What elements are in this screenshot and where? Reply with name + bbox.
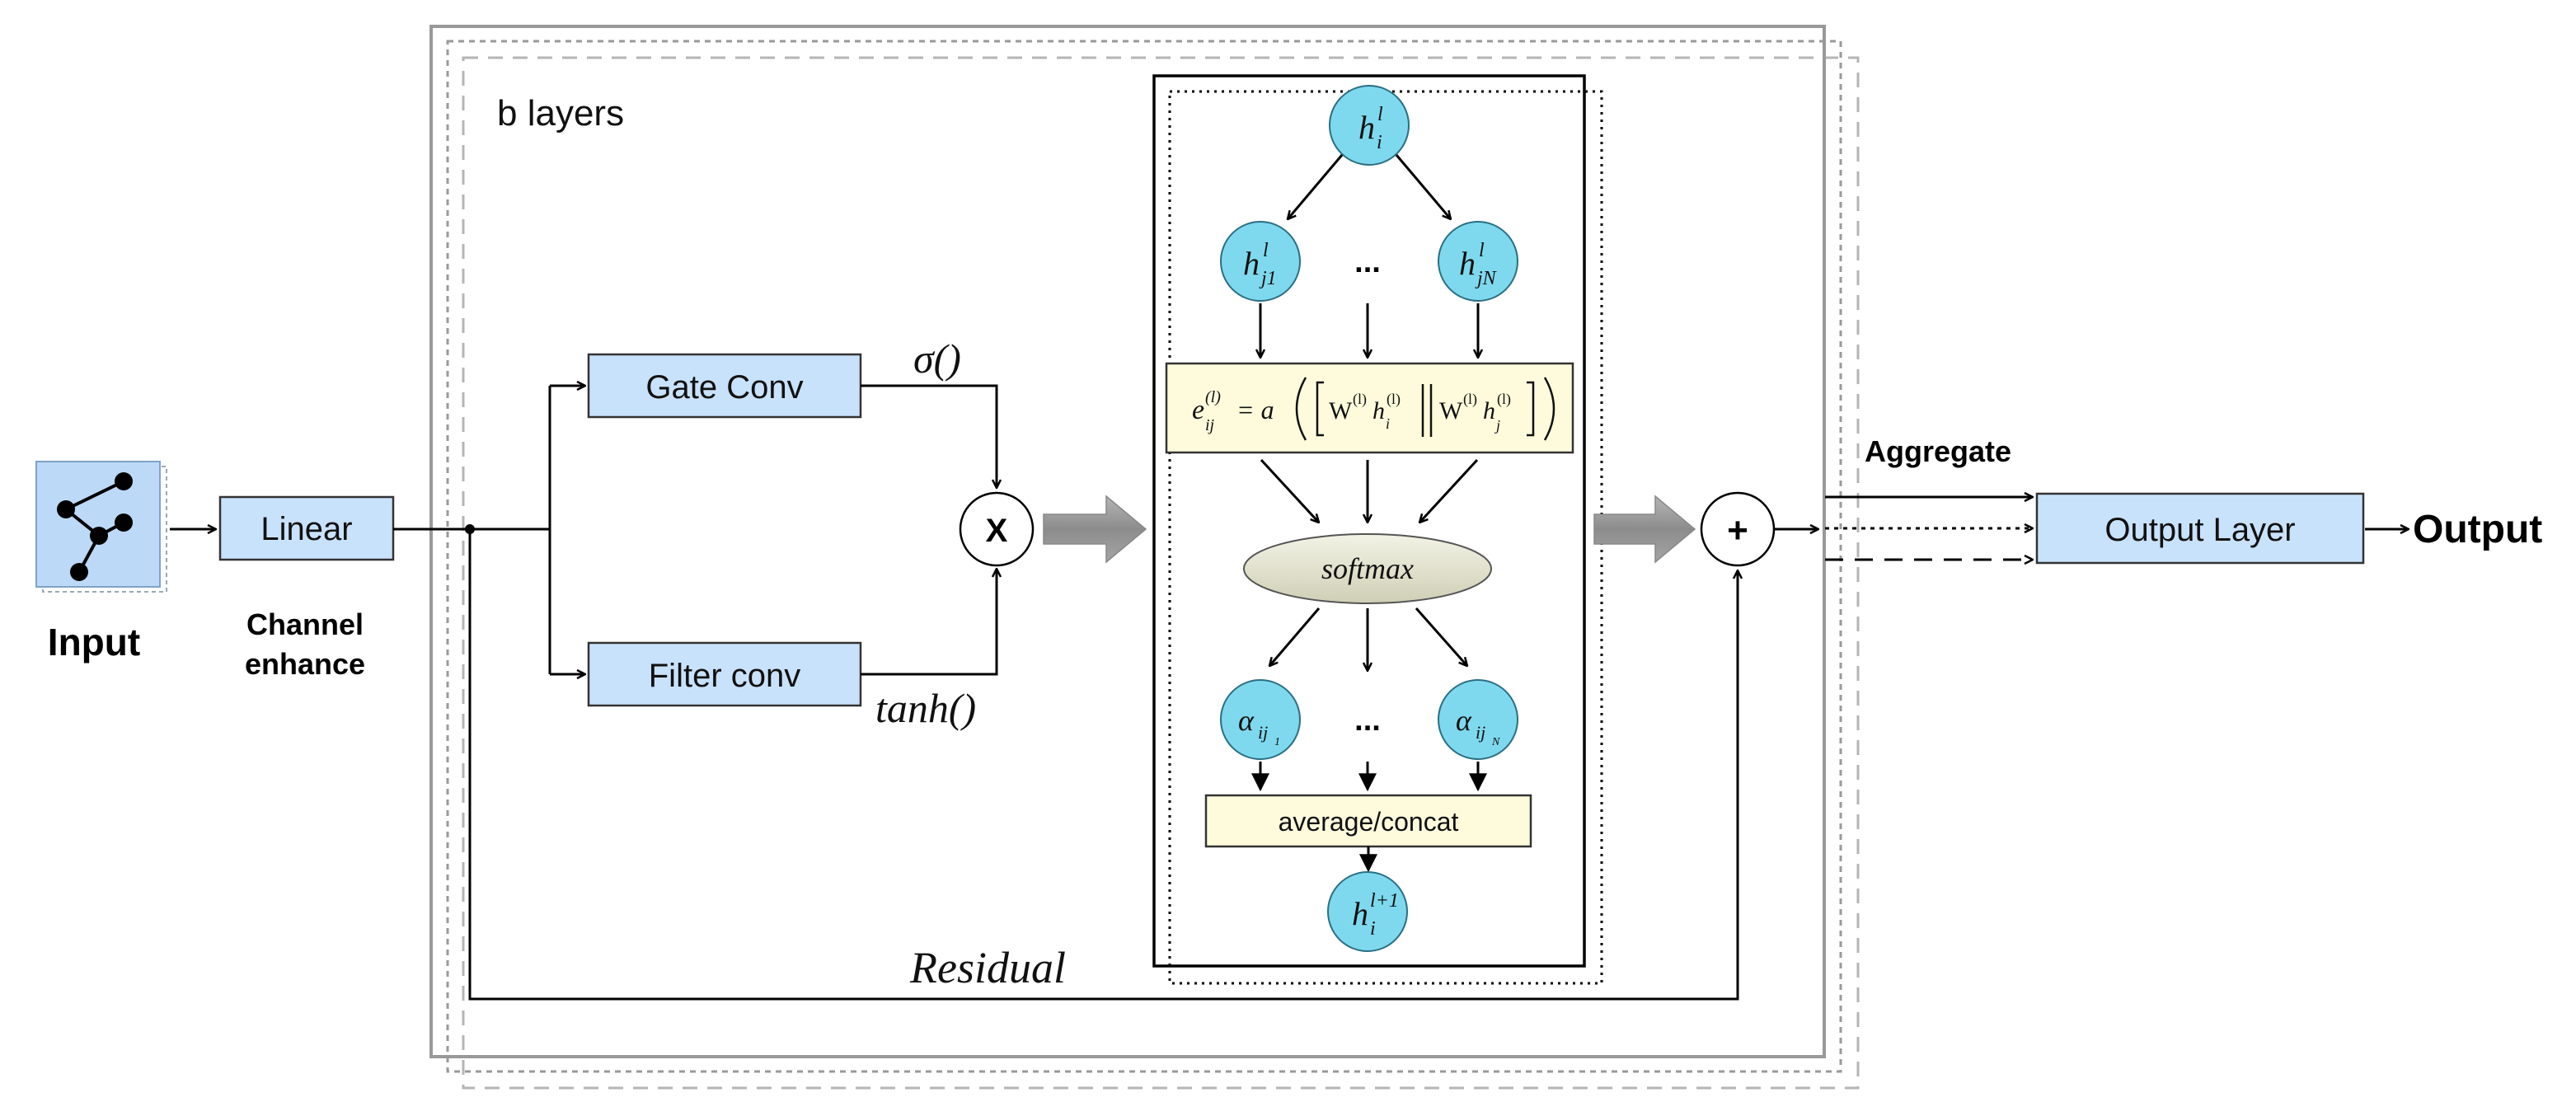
gate-conv-label: Gate Conv <box>645 369 803 406</box>
node-h-i-l-plus-1 <box>1327 871 1408 952</box>
node-h-i-l-sub: i <box>1377 132 1382 153</box>
layer-frame-front <box>429 25 1826 1058</box>
residual-connection <box>468 529 1738 1001</box>
node-alpha-ij1-base: α <box>1238 704 1255 737</box>
multiply-symbol: X <box>986 513 1008 549</box>
attention-formula-box <box>1165 362 1574 454</box>
filter-conv-label: Filter conv <box>649 658 801 694</box>
block-arrow-to-add <box>1593 495 1696 564</box>
multiply-node <box>959 491 1035 567</box>
edge-formula-to-softmax-right <box>1419 458 1479 523</box>
output-layer-box <box>2035 492 2365 565</box>
branch-lines <box>393 386 585 674</box>
edge-softmax-to-alpha-left <box>1269 607 1321 666</box>
node-h-i-l-base: h <box>1358 109 1375 146</box>
node-alpha-ijN <box>1438 679 1518 760</box>
softmax-ellipse <box>1243 533 1492 604</box>
formula-h2-sub: j <box>1494 417 1500 434</box>
formula-w2: W <box>1439 397 1463 424</box>
node-h-jN-l-sup: l <box>1479 240 1485 261</box>
node-h-j1-l-sub: j1 <box>1259 268 1277 289</box>
input-graph-icon <box>35 461 167 593</box>
attention-module: h l i h l j1 ... h l jN e (l) ij = a W <box>1152 74 1603 985</box>
node-h-j1-l <box>1220 221 1301 302</box>
formula-e-sup: (l) <box>1205 388 1221 406</box>
output-layer-label: Output Layer <box>2104 512 2295 548</box>
formula-w1: W <box>1329 397 1353 424</box>
formula-eq: = a <box>1236 395 1274 424</box>
tanh-activation: tanh() <box>875 685 976 731</box>
node-h-jN-l-base: h <box>1459 245 1476 282</box>
residual-label: Residual <box>909 943 1066 992</box>
formula-h2-sup: (l) <box>1497 391 1511 408</box>
node-h-jN-l-sub: jN <box>1475 268 1498 289</box>
gate-to-multiply-arrow <box>861 384 997 488</box>
formula-bracket-left <box>1316 381 1324 437</box>
node-h-j1-l-base: h <box>1243 245 1260 282</box>
linear-label: Linear <box>260 511 352 547</box>
filter-to-multiply-arrow <box>861 569 997 676</box>
node-alpha-ijN-base: α <box>1456 704 1472 737</box>
output-label: Output <box>2413 508 2542 551</box>
edge-softmax-to-alpha-right <box>1415 607 1467 666</box>
ellipsis-bottom: ... <box>1354 703 1381 738</box>
formula-h1: h <box>1372 397 1385 424</box>
linear-box <box>218 495 395 561</box>
formula-paren-left <box>1295 377 1307 441</box>
node-alpha-ijN-subsub: N <box>1491 736 1500 748</box>
ellipsis-top: ... <box>1354 245 1381 279</box>
layer-frame-back <box>462 56 1860 1090</box>
node-h-jN-l <box>1438 221 1518 302</box>
sigma-activation: σ() <box>913 335 961 382</box>
formula-e-sub: ij <box>1205 416 1215 434</box>
formula-w2-sup: (l) <box>1463 391 1477 408</box>
aggregate-label: Aggregate <box>1865 434 2011 468</box>
edge-formula-to-softmax-left <box>1260 458 1319 523</box>
node-alpha-ijN-sub: ij <box>1476 722 1485 743</box>
attention-frame <box>1152 74 1586 968</box>
attention-formula: e (l) ij = a W (l) h i (l) W (l) h j (l) <box>1192 377 1555 441</box>
formula-h1-sup: (l) <box>1387 391 1401 408</box>
formula-w1-sup: (l) <box>1353 391 1367 408</box>
node-alpha-ij1-sub: ij <box>1258 722 1268 743</box>
node-h-i-lp1-sub: i <box>1370 918 1376 940</box>
linear-caption-line1: Channel <box>246 607 364 641</box>
formula-paren-right <box>1543 377 1555 441</box>
formula-e: e <box>1192 395 1204 425</box>
node-h-i-l-sup: l <box>1377 104 1383 125</box>
average-concat-box <box>1204 794 1532 848</box>
block-arrow-to-attention <box>1043 495 1147 564</box>
average-concat-label: average/concat <box>1279 807 1459 837</box>
input-label: Input <box>48 621 140 664</box>
formula-h2: h <box>1483 397 1495 424</box>
softmax-label: softmax <box>1321 552 1414 585</box>
edge-top-to-left <box>1288 154 1344 219</box>
b-layers-label: b layers <box>497 93 624 134</box>
node-alpha-ij1 <box>1220 679 1301 760</box>
linear-caption-line2: enhance <box>245 647 365 681</box>
node-h-j1-l-sup: l <box>1263 240 1269 261</box>
node-h-i-lp1-base: h <box>1352 895 1368 932</box>
node-h-i-l <box>1329 85 1410 166</box>
layer-frame-middle <box>446 40 1842 1073</box>
node-h-i-lp1-sup: l+1 <box>1370 890 1399 912</box>
formula-bracket-right <box>1527 381 1535 437</box>
layer-stack-frames <box>429 25 1860 1090</box>
formula-h1-sub: i <box>1386 415 1390 432</box>
node-alpha-ij1-subsub: 1 <box>1274 736 1280 748</box>
gate-conv-box <box>587 353 862 419</box>
add-symbol: + <box>1727 510 1748 551</box>
edge-top-to-right <box>1395 154 1451 219</box>
